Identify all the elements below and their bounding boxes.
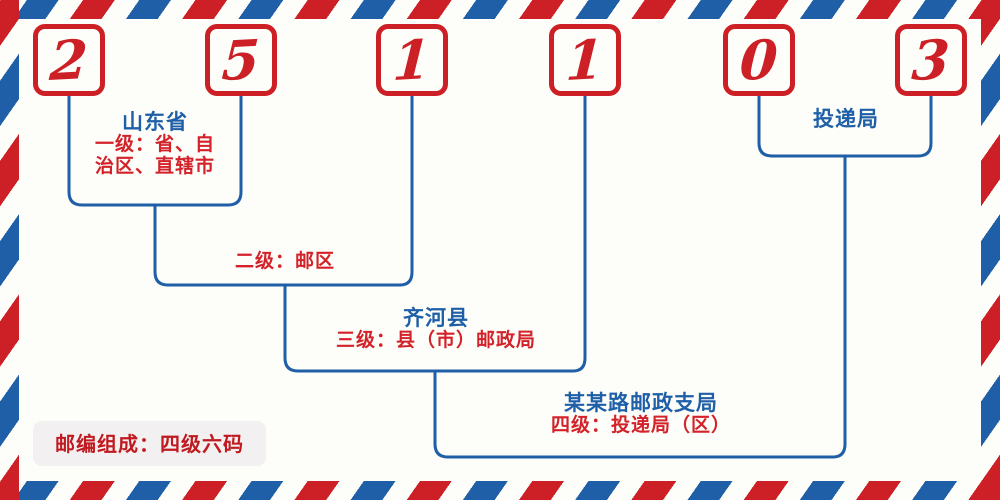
level-4-name: 某某路邮政支局: [564, 391, 718, 415]
postal-digit-box-3[interactable]: 1: [376, 24, 448, 96]
postal-digit-2: 5: [220, 27, 262, 93]
level-1-desc-line-2: 治区、直辖市: [94, 156, 215, 178]
postal-digit-6: 3: [910, 27, 952, 93]
label-group-level-3: 齐河县 三级：县（市）邮政局: [285, 306, 587, 352]
level-3-name: 齐河县: [403, 306, 469, 330]
postal-digit-box-1[interactable]: 2: [33, 24, 105, 96]
envelope-border-top: [0, 0, 1000, 19]
level-2-desc-line-1: 二级：邮区: [234, 251, 335, 272]
label-group-delivery-office: 投递局: [759, 107, 933, 131]
postal-digit-box-5[interactable]: 0: [723, 24, 795, 96]
postal-composition-badge: 邮编组成：四级六码: [33, 421, 266, 466]
postal-digit-box-6[interactable]: 3: [895, 24, 967, 96]
envelope-border-right: [981, 0, 1000, 500]
postal-digit-3: 1: [391, 27, 433, 93]
label-group-level-1: 山东省 一级：省、自 治区、直辖市: [69, 110, 241, 178]
postal-digit-box-2[interactable]: 5: [205, 24, 277, 96]
postal-digit-1: 2: [48, 27, 90, 93]
label-group-level-4: 某某路邮政支局 四级：投递局（区）: [436, 391, 846, 437]
postal-digit-4: 1: [564, 27, 606, 93]
level-3-desc-line-1: 三级：县（市）邮政局: [335, 330, 536, 352]
envelope-border-bottom: [0, 481, 1000, 500]
label-group-level-2: 二级：邮区: [155, 251, 415, 273]
delivery-office-name: 投递局: [813, 107, 879, 131]
level-1-desc-line-1: 一级：省、自: [94, 134, 215, 156]
envelope-border-left: [0, 0, 19, 500]
level-1-name: 山东省: [122, 110, 188, 134]
postal-digit-box-4[interactable]: 1: [549, 24, 621, 96]
level-4-desc-line-1: 四级：投递局（区）: [550, 415, 731, 437]
postal-digit-5: 0: [738, 27, 780, 93]
